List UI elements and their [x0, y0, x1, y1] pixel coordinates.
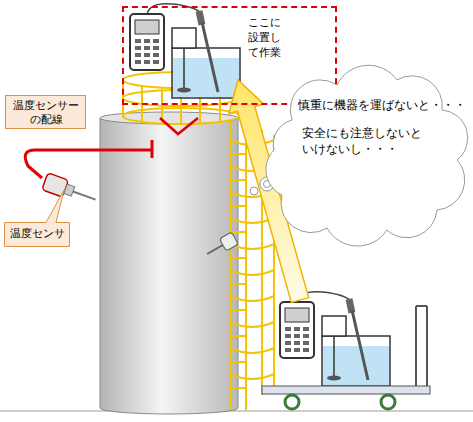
node-text: 温度センサ [4, 227, 70, 242]
node-outline-path [5, 190, 70, 247]
node-text: ここに設置して作業 [248, 16, 284, 61]
node-text: 慎重に機器を運ばないと・・・ [298, 98, 466, 114]
node-text: 安全にも注意しないと いけないし・・・ [302, 126, 428, 157]
node-text: 温度センサーの配線 [8, 98, 84, 126]
sensor-callout: 温度センサ [4, 222, 70, 247]
wiring-label-box: 温度センサーの配線 [5, 95, 86, 129]
node-outline-path [266, 65, 468, 246]
thought-cloud: 慎重に機器を運ばないと・・・安全にも注意しないと いけないし・・・ [262, 60, 468, 245]
